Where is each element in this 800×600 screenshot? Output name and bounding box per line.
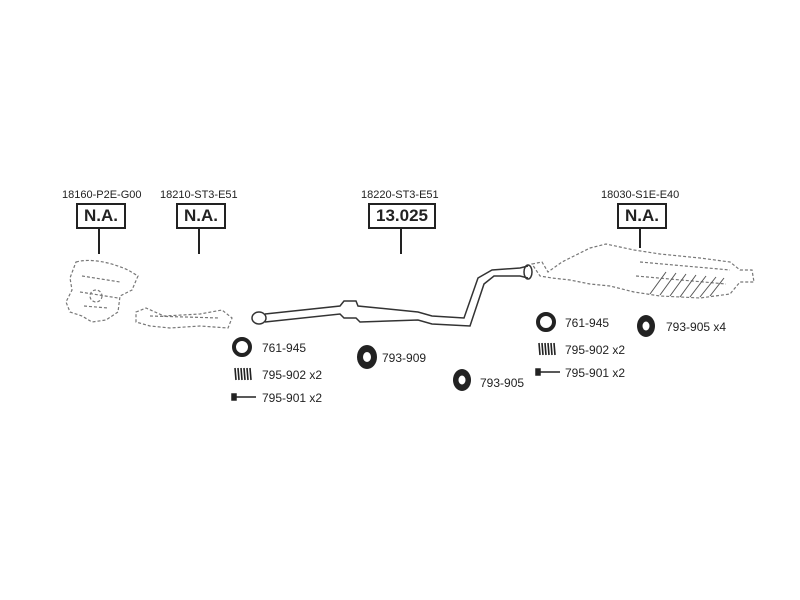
part-number-4: 18030-S1E-E40 [601, 189, 680, 201]
hanger-label-right: 793-905 x4 [666, 320, 727, 334]
bolt-label-right: 795-901 x2 [565, 366, 626, 380]
ring-label-right: 761-945 [565, 316, 610, 330]
hanger-icon-center [453, 369, 471, 391]
spring-icon-left [234, 367, 252, 381]
exhaust-manifold [65, 259, 139, 323]
code-box-3: 13.025 [368, 203, 436, 229]
part-number-3: 18220-ST3-E51 [361, 189, 439, 201]
hanger-icon-right [637, 315, 655, 337]
hanger-icon-middle [357, 345, 377, 369]
hanger-label-center: 793-905 [480, 376, 525, 390]
part-number-1: 18160-P2E-G00 [62, 189, 142, 201]
code-box-1: N.A. [76, 203, 126, 229]
front-pipe [135, 307, 233, 329]
spring-label-right: 795-902 x2 [565, 343, 626, 357]
rear-silencer-hatching [649, 271, 725, 298]
center-pipe-flange [251, 311, 267, 325]
ring-label-left: 761-945 [262, 341, 307, 355]
rear-silencer [531, 243, 755, 299]
code-box-2: N.A. [176, 203, 226, 229]
bolt-icon-left [231, 393, 256, 401]
spring-icon-right [538, 342, 556, 356]
bolt-icon-right [535, 368, 560, 376]
hanger-label-middle: 793-909 [382, 351, 427, 365]
part-number-2: 18210-ST3-E51 [160, 189, 238, 201]
code-box-4: N.A. [617, 203, 667, 229]
center-pipe [251, 264, 533, 327]
ring-icon-right [536, 312, 556, 332]
spring-label-left: 795-902 x2 [262, 368, 323, 382]
ring-icon-left [232, 337, 252, 357]
bolt-label-left: 795-901 x2 [262, 391, 323, 405]
